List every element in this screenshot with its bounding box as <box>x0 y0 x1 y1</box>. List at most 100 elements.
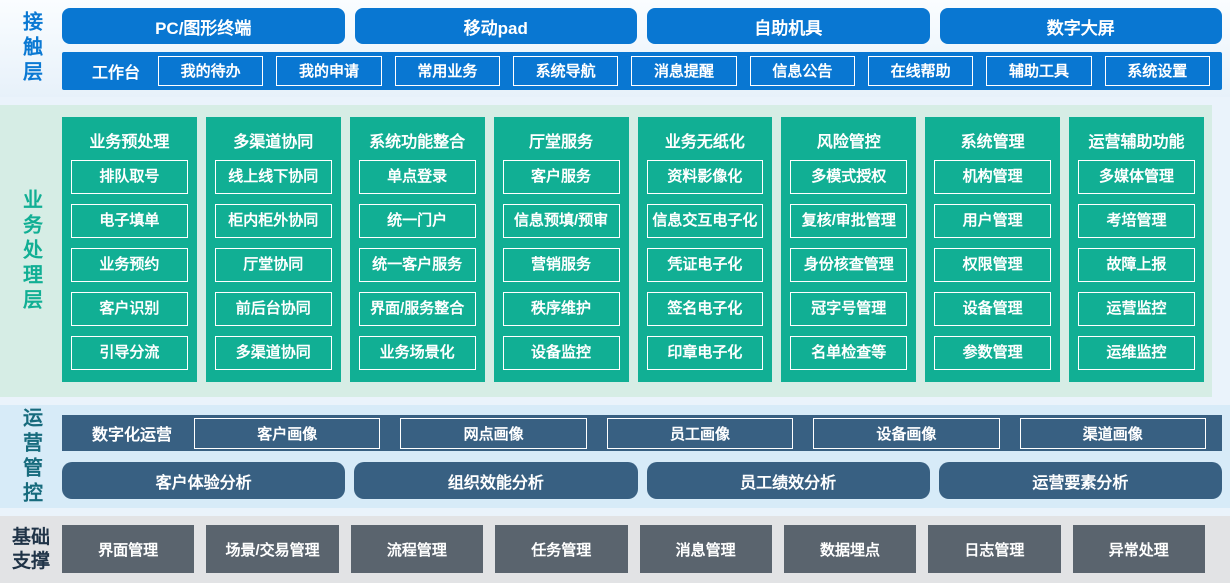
business-module: 设备监控 <box>502 336 620 370</box>
digital-operations-label: 数字化运营 <box>92 427 173 444</box>
business-column-title: 业务预处理 <box>89 134 170 151</box>
business-column-title: 风险管控 <box>816 134 881 151</box>
analysis-item: 客户体验分析 <box>62 462 346 499</box>
business-module: 冠字号管理 <box>790 292 908 326</box>
workbench-items: 我的待办我的申请常用业务系统导航消息提醒信息公告在线帮助辅助工具系统设置 <box>158 56 1210 86</box>
workbench-item: 我的申请 <box>276 56 382 86</box>
business-module: 业务预约 <box>71 248 188 282</box>
business-module: 故障上报 <box>1078 248 1195 282</box>
business-column: 业务预处理排队取号电子填单业务预约客户识别引导分流 <box>62 117 197 382</box>
business-module: 权限管理 <box>934 248 1052 282</box>
business-columns: 业务预处理排队取号电子填单业务预约客户识别引导分流多渠道协同线上线下协同柜内柜外… <box>62 105 1212 397</box>
business-column: 业务无纸化资料影像化信息交互电子化凭证电子化签名电子化印章电子化 <box>637 117 773 382</box>
business-column-title: 运营辅助功能 <box>1088 134 1185 151</box>
business-module: 名单检查等 <box>790 336 908 370</box>
business-module: 资料影像化 <box>646 160 764 194</box>
workbench-item: 信息公告 <box>749 56 855 86</box>
workbench-item: 常用业务 <box>394 56 500 86</box>
foundation-item: 数据埋点 <box>783 525 917 573</box>
workbench-item: 我的待办 <box>158 56 264 86</box>
business-module: 多渠道协同 <box>214 336 332 370</box>
business-column-cells: 单点登录统一门户统一客户服务界面/服务整合业务场景化 <box>358 160 476 370</box>
business-layer-label: 业务处理层 <box>19 188 42 314</box>
business-module: 客户识别 <box>71 292 188 326</box>
business-module: 凭证电子化 <box>646 248 764 282</box>
business-module: 引导分流 <box>71 336 188 370</box>
business-module: 业务场景化 <box>358 336 476 370</box>
business-module: 签名电子化 <box>646 292 764 326</box>
business-module: 电子填单 <box>71 204 188 238</box>
analysis-row: 客户体验分析组织效能分析员工绩效分析运营要素分析 <box>62 462 1222 499</box>
business-column-cells: 多模式授权复核/审批管理身份核查管理冠字号管理名单检查等 <box>790 160 908 370</box>
foundation-item: 消息管理 <box>639 525 772 573</box>
business-module: 设备管理 <box>934 292 1052 326</box>
business-module: 客户服务 <box>502 160 620 194</box>
workbench-item: 系统设置 <box>1104 56 1210 86</box>
business-column-cells: 机构管理用户管理权限管理设备管理参数管理 <box>934 160 1052 370</box>
business-module: 机构管理 <box>934 160 1052 194</box>
business-module: 参数管理 <box>934 336 1052 370</box>
foundation-item: 日志管理 <box>928 525 1061 573</box>
analysis-item: 运营要素分析 <box>938 462 1222 499</box>
business-module: 统一门户 <box>358 204 476 238</box>
business-module: 信息交互电子化 <box>646 204 764 238</box>
operations-label: 运营管控 <box>19 406 42 507</box>
business-column: 系统管理机构管理用户管理权限管理设备管理参数管理 <box>925 117 1061 382</box>
device-terminal: PC/图形终端 <box>62 8 345 44</box>
business-column-cells: 线上线下协同柜内柜外协同厅堂协同前后台协同多渠道协同 <box>214 160 332 370</box>
business-module: 信息预填/预审 <box>502 204 620 238</box>
foundation-band: 基础支撑 界面管理场景/交易管理流程管理任务管理消息管理数据埋点日志管理异常处理 <box>0 516 1230 583</box>
workbench-item: 系统导航 <box>513 56 619 86</box>
operations-content: 数字化运营 客户画像网点画像员工画像设备画像渠道画像 客户体验分析组织效能分析员… <box>62 405 1230 508</box>
business-module: 柜内柜外协同 <box>214 204 332 238</box>
workbench-bar: 工作台 我的待办我的申请常用业务系统导航消息提醒信息公告在线帮助辅助工具系统设置 <box>62 52 1222 90</box>
business-layer-band: 业务处理层 业务预处理排队取号电子填单业务预约客户识别引导分流多渠道协同线上线下… <box>0 105 1212 397</box>
business-module: 单点登录 <box>358 160 476 194</box>
profile-item: 网点画像 <box>400 417 587 449</box>
business-module: 运维监控 <box>1078 336 1195 370</box>
foundation-item: 异常处理 <box>1072 525 1205 573</box>
device-terminal: 自助机具 <box>647 8 930 44</box>
workbench-item: 消息提醒 <box>631 56 737 86</box>
workbench-item: 在线帮助 <box>867 56 974 86</box>
business-column: 多渠道协同线上线下协同柜内柜外协同厅堂协同前后台协同多渠道协同 <box>205 117 341 382</box>
business-column-title: 系统管理 <box>960 134 1025 151</box>
business-column-cells: 排队取号电子填单业务预约客户识别引导分流 <box>71 160 188 370</box>
operations-band: 运营管控 数字化运营 客户画像网点画像员工画像设备画像渠道画像 客户体验分析组织… <box>0 405 1230 508</box>
profile-item: 员工画像 <box>606 417 794 449</box>
profile-item: 客户画像 <box>194 417 381 449</box>
foundation-item: 界面管理 <box>62 525 195 573</box>
business-module: 多模式授权 <box>790 160 908 194</box>
foundation-item: 任务管理 <box>495 525 628 573</box>
device-terminal: 移动pad <box>354 8 637 44</box>
business-module: 用户管理 <box>934 204 1052 238</box>
business-module: 厅堂协同 <box>214 248 332 282</box>
foundation-items: 界面管理场景/交易管理流程管理任务管理消息管理数据埋点日志管理异常处理 <box>62 516 1230 583</box>
business-module: 前后台协同 <box>214 292 332 326</box>
business-column-title: 多渠道协同 <box>233 134 314 151</box>
business-module: 印章电子化 <box>646 336 764 370</box>
business-column-title: 业务无纸化 <box>664 134 745 151</box>
business-module: 身份核查管理 <box>790 248 908 282</box>
contact-layer-label: 接触层 <box>19 11 42 86</box>
business-column-title: 系统功能整合 <box>369 134 466 151</box>
business-module: 秩序维护 <box>502 292 620 326</box>
business-column-title: 厅堂服务 <box>529 134 594 151</box>
profile-item: 渠道画像 <box>1019 417 1206 449</box>
business-column: 系统功能整合单点登录统一门户统一客户服务界面/服务整合业务场景化 <box>349 117 485 382</box>
foundation-item: 流程管理 <box>350 525 484 573</box>
business-column-cells: 资料影像化信息交互电子化凭证电子化签名电子化印章电子化 <box>646 160 764 370</box>
business-module: 统一客户服务 <box>358 248 476 282</box>
digital-operations-items: 客户画像网点画像员工画像设备画像渠道画像 <box>194 417 1206 449</box>
business-module: 界面/服务整合 <box>358 292 476 326</box>
business-column: 运营辅助功能多媒体管理考培管理故障上报运营监控运维监控 <box>1069 117 1204 382</box>
business-module: 排队取号 <box>71 160 188 194</box>
workbench-label: 工作台 <box>92 65 141 82</box>
profile-item: 设备画像 <box>813 417 1000 449</box>
business-module: 多媒体管理 <box>1078 160 1195 194</box>
business-column-cells: 多媒体管理考培管理故障上报运营监控运维监控 <box>1078 160 1195 370</box>
business-column-cells: 客户服务信息预填/预审营销服务秩序维护设备监控 <box>502 160 620 370</box>
